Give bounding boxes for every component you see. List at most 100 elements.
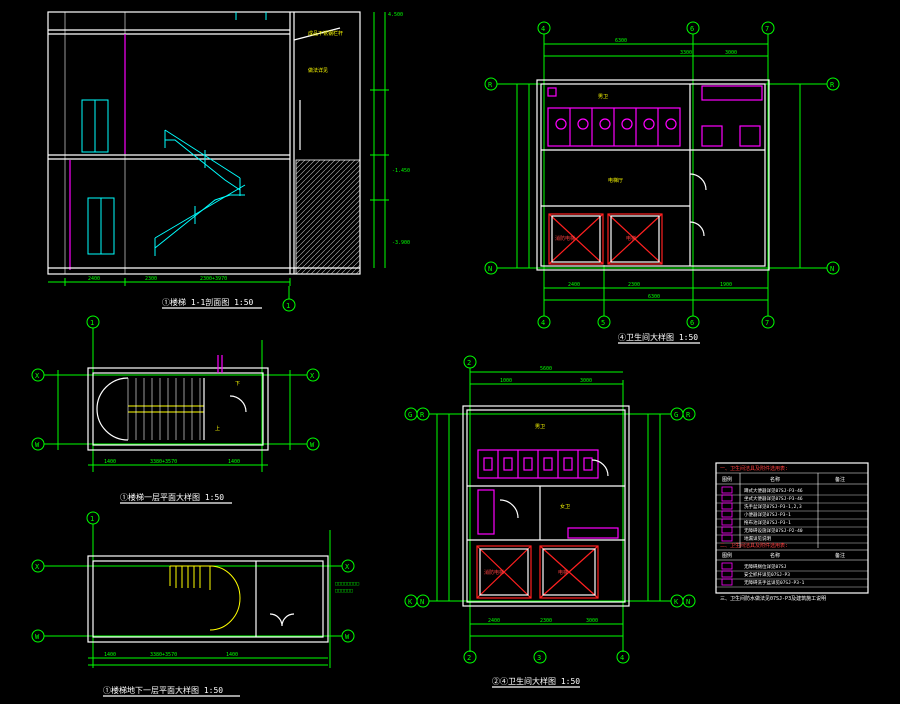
wc2-axis-b2: 3 (537, 654, 541, 662)
legend2-row-1: 安全抓杆详见07SJ-P3 (744, 571, 790, 578)
stair-b-dim-1: 1400 (104, 652, 116, 658)
legend1-row-0: 蹲式大便器详见07SJ-P3-46 (744, 487, 803, 494)
stair-b-note-1: □□□□□□□□ (335, 581, 359, 587)
legend2-col-note: 备注 (835, 552, 845, 559)
top-row-n-left: N (488, 265, 492, 273)
stair-b-dim-3: 1400 (226, 652, 238, 658)
stair-treads (127, 378, 201, 440)
stair-g-row-w-right: W (310, 441, 315, 449)
wc2-dim-bot-3: 3000 (586, 618, 598, 624)
sec-dim-3: 2300+3970 (200, 276, 227, 282)
stair-ground-plan-drawing: 1 X W X W (31, 315, 320, 504)
legend2-symbol-0 (721, 562, 733, 570)
wc-plan-top-drawing: 4 6 7 6300 3300 3000 R N R N (484, 21, 840, 344)
wc2-men-label: 男卫 (535, 424, 545, 430)
stair-g-row-x-left: X (35, 372, 40, 380)
legend2-symbol-1 (721, 570, 733, 578)
stair-b-row-x-left: X (35, 563, 40, 571)
legend2-row-0: 无障碍厕位详见07SJ (744, 563, 787, 570)
wc2-axis-b1: 2 (467, 654, 471, 662)
stair-g-dim-3: 1400 (228, 459, 240, 465)
wc2-women-label: 女卫 (560, 503, 570, 510)
wc2-dim-top-2: 1000 (500, 378, 512, 384)
legend1-symbol-6 (721, 534, 733, 542)
sec-note-detail: 做法详见 (308, 67, 328, 74)
title-wc-top: ④卫生间大样图 1:50 (618, 332, 698, 342)
top-row-n-right: N (830, 265, 834, 273)
wc-dim-bot-3: 1900 (720, 282, 732, 288)
legend1-row-4: 拖布池详见07SJ-P3-1 (744, 519, 791, 526)
bot-axis-a: 4 (541, 319, 545, 327)
wc2-row-n-right: N (686, 598, 690, 606)
legend1-symbol-2 (721, 502, 733, 510)
wc2-row-g-left: G (408, 411, 412, 419)
legend1-symbol-4 (721, 518, 733, 526)
wc2-elev-b-label: 电梯 (558, 569, 568, 576)
legend1-symbol-0 (721, 486, 733, 494)
stair-b-row-x-right: X (345, 563, 350, 571)
wc2-row-g-right: G (674, 411, 678, 419)
top-axis-b: 6 (690, 25, 694, 33)
legend2-col-name: 名称 (770, 552, 780, 559)
legend1-symbol-3 (721, 510, 733, 518)
legend-col-symbol: 图例 (722, 476, 732, 483)
wc-plan-bottom-drawing: 2 5600 1000 3000 G R K N G R K N (404, 355, 696, 688)
wc2-elev-a-label: 消防电梯 (484, 569, 504, 576)
legend2-symbol-2 (721, 578, 733, 586)
stair-basement-plan-drawing: 1 X W X W □□□□□□□□ □□□□□□ 1400 3380+3570… (31, 511, 359, 697)
sec-axis-1: 1 (286, 302, 290, 310)
wc2-axis-top: 2 (467, 359, 471, 367)
stair-b-dim-2: 3380+3570 (150, 652, 177, 658)
wc2-dim-top-3: 3000 (580, 378, 592, 384)
wc2-row-r-right: R (686, 411, 691, 419)
legend1-row-5: 无障碍设施详见07SJ-P2-40 (744, 527, 803, 534)
title-stair-ground: ①楼梯一层平面大样图 1:50 (120, 492, 224, 502)
top-axis-a: 4 (541, 25, 545, 33)
legend1-row-6: 地漏详见说明 (744, 535, 771, 542)
legend-header-1: 一、卫生间洁具及附件选用表: (720, 465, 788, 472)
sec-level-top: 4.500 (388, 12, 403, 18)
legend-rows-group-2: 无障碍厕位详见07SJ安全抓杆详见07SJ-P3无障碍洗手盆详见07SJ-P3-… (716, 562, 868, 588)
legend-col-note: 备注 (835, 476, 845, 483)
legend-header-2: 二、卫生间洁具及附件选用表: (720, 542, 788, 549)
wc-dim-bot-2: 2300 (628, 282, 640, 288)
title-stair-section: ①楼梯 1-1剖面图 1:50 (162, 297, 254, 307)
top-row-r-right: R (830, 81, 835, 89)
wc2-row-r-left: R (420, 411, 425, 419)
wc2-row-n-left: N (420, 598, 424, 606)
legend1-symbol-5 (721, 526, 733, 534)
stair-b-note-2: □□□□□□ (335, 588, 353, 594)
stair-g-axis-top: 1 (90, 319, 94, 327)
legend1-row-3: 小便器详见07SJ-P3-1 (744, 511, 791, 518)
stair-g-dim-2: 3380+3570 (150, 459, 177, 465)
wc2-dim-top-1: 5600 (540, 366, 552, 372)
wc2-dim-bot-2: 2300 (540, 618, 552, 624)
sec-level-mid: -1.450 (392, 168, 410, 174)
legend2-row-2: 无障碍洗手盆详见07SJ-P3-1 (744, 579, 805, 586)
wc2-row-k-right: K (674, 598, 679, 606)
wc2-axis-b3: 4 (620, 654, 624, 662)
stair-g-row-x-right: X (310, 372, 315, 380)
wc-hall-label: 电梯厅 (608, 177, 623, 184)
stair-g-row-w-left: W (35, 441, 40, 449)
title-stair-basement: ①楼梯地下一层平面大样图 1:50 (103, 685, 223, 695)
sec-note-railing: 成品不锈钢栏杆 (308, 30, 343, 37)
legend1-symbol-1 (721, 494, 733, 502)
wc-elev-b-label: 电梯 (626, 235, 636, 242)
legend-footer: 三、卫生间防水做法见07SJ-P3及建筑施工说明 (720, 595, 826, 602)
legend1-row-1: 坐式大便器详见07SJ-P3-46 (744, 495, 803, 502)
sec-dim-1: 2400 (88, 276, 100, 282)
legend-col-name: 名称 (770, 476, 780, 483)
legend1-row-2: 洗手盆详见07SJ-P3-1,2,3 (744, 503, 802, 510)
sec-dim-2: 2300 (145, 276, 157, 282)
wc2-row-k-left: K (408, 598, 413, 606)
wc2-dim-bot-1: 2400 (488, 618, 500, 624)
stair-b-row-w-right: W (345, 633, 350, 641)
wc-dim-top-1: 6300 (615, 38, 627, 44)
stair-b-axis-top: 1 (90, 515, 94, 523)
top-row-r-left: R (488, 81, 493, 89)
stair-g-dn: 下 (235, 381, 240, 387)
title-wc-bottom: ②④卫生间大样图 1:50 (492, 676, 580, 686)
